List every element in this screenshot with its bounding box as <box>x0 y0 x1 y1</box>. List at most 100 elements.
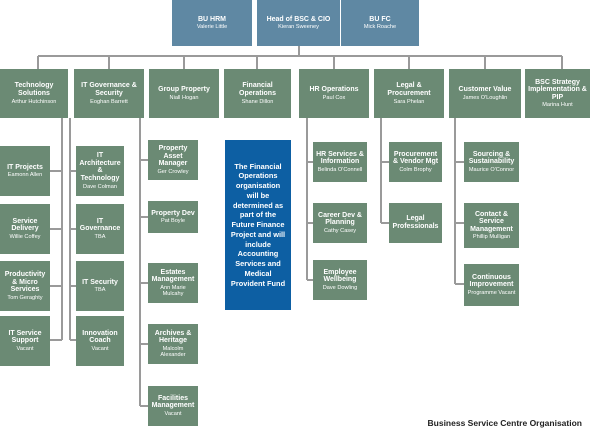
box-person: Kieran Sweeney <box>278 24 319 31</box>
connector-hr-spine <box>306 118 313 281</box>
financial-operations-note: The Financial Operations organisation wi… <box>225 140 291 310</box>
box-title: HR Services & Information <box>316 150 364 166</box>
box-title: IT Governance & Security <box>81 82 137 97</box>
box-hr-operations[interactable]: HR Operations Paul Cox <box>299 69 369 118</box>
box-title: Property Asset Manager <box>158 145 188 168</box>
box-title: Productivity & Micro Services <box>4 271 46 294</box>
box-title: Head of BSC & CIO <box>266 15 331 23</box>
box-facilities-management[interactable]: Facilities Management Vacant <box>148 386 198 426</box>
box-title: Estates Management <box>151 268 195 284</box>
box-title: BU HRM <box>198 15 226 23</box>
box-person: Sara Phelan <box>393 98 425 105</box>
box-person: Eoghan Barrett <box>90 98 128 105</box>
box-person: Ann Marie Mulcahy <box>160 285 186 298</box>
box-person: Vacant <box>164 411 182 418</box>
box-legal-procurement[interactable]: Legal & Procurement Sara Phelan <box>374 69 444 118</box>
box-group-property[interactable]: Group Property Niall Hogan <box>149 69 219 118</box>
box-financial-operations[interactable]: Financial Operations Shane Dillon <box>224 69 291 118</box>
note-text: The Financial Operations organisation wi… <box>230 161 286 288</box>
box-title: IT Projects <box>7 163 43 171</box>
box-person: Pat Boyle <box>161 218 185 225</box>
box-person: Vacant <box>91 346 109 353</box>
box-person: Marina Hunt <box>542 102 573 109</box>
box-bu-fc[interactable]: BU FC Mick Roache <box>341 0 419 46</box>
connector-tech-spine <box>50 118 63 341</box>
box-person: TBA <box>94 287 106 294</box>
box-person: Shane Dillon <box>241 98 274 105</box>
box-estates-management[interactable]: Estates Management Ann Marie Mulcahy <box>148 263 198 303</box>
box-property-dev[interactable]: Property Dev Pat Boyle <box>148 201 198 233</box>
box-person: Eamonn Allen <box>7 172 43 179</box>
connector-cust-spine <box>454 118 464 285</box>
box-it-architecture[interactable]: IT Architecture & Technology Dave Colman <box>76 146 124 196</box>
box-title: IT Architecture & Technology <box>79 152 121 183</box>
box-contact-service-management[interactable]: Contact & Service Management Phillip Mul… <box>464 203 519 248</box>
box-legal-professionals[interactable]: Legal Professionals <box>389 203 442 243</box>
box-person: Vacant <box>16 346 34 353</box>
box-person: Mick Roache <box>363 24 397 31</box>
box-employee-wellbeing[interactable]: Employee Wellbeing Dave Dowling <box>313 260 367 300</box>
box-title: IT Service Support <box>8 329 42 345</box>
box-it-governance-security[interactable]: IT Governance & Security Eoghan Barrett <box>74 69 144 118</box>
box-innovation-coach[interactable]: Innovation Coach Vacant <box>76 316 124 366</box>
connector-prop-spine <box>139 118 148 407</box>
box-title: Group Property <box>158 86 210 94</box>
box-career-dev-planning[interactable]: Career Dev & Planning Cathy Casey <box>313 203 367 243</box>
box-person: Phillip Mulligan <box>472 234 511 241</box>
box-person: James O'Loughlin <box>462 94 508 101</box>
box-title: Procurement & Vendor Mgt <box>392 150 439 166</box>
box-person: Valerie Little <box>196 24 228 31</box>
box-title: Career Dev & Planning <box>318 211 362 227</box>
box-it-security[interactable]: IT Security TBA <box>76 261 124 311</box>
box-person: TBA <box>94 234 106 241</box>
box-procurement-vendor-mgt[interactable]: Procurement & Vendor Mgt Colm Brophy <box>389 142 442 182</box>
box-it-governance[interactable]: IT Governance TBA <box>76 204 124 254</box>
box-person: Ger Crowley <box>157 168 189 175</box>
box-person: Niall Hogan <box>169 94 199 101</box>
box-sourcing-sustainability[interactable]: Sourcing & Sustainability Maurice O'Conn… <box>464 142 519 182</box>
diagram-caption: Business Service Centre Organisation <box>427 418 582 428</box>
box-bu-hrm[interactable]: BU HRM Valerie Little <box>172 0 252 46</box>
box-title: IT Governance <box>79 217 121 233</box>
box-person: Malcolm Alexander <box>160 346 186 359</box>
box-title: Contact & Service Management <box>470 210 513 233</box>
box-person: Dave Colman <box>83 183 117 190</box>
box-title: IT Security <box>82 278 118 286</box>
box-property-asset-manager[interactable]: Property Asset Manager Ger Crowley <box>148 140 198 180</box>
box-archives-heritage[interactable]: Archives & Heritage Malcolm Alexander <box>148 324 198 364</box>
box-person: Tom Geraghty <box>7 294 43 301</box>
box-title: Financial Operations <box>239 82 276 97</box>
box-it-service-support[interactable]: IT Service Support Vacant <box>0 316 50 366</box>
box-title: Service Delivery <box>11 217 39 233</box>
box-service-delivery[interactable]: Service Delivery Willie Coffey <box>0 204 50 254</box>
box-title: Facilities Management <box>151 394 195 410</box>
box-title: Technology Solutions <box>14 82 54 97</box>
box-continuous-improvement[interactable]: Continuous Improvement Programme Vacant <box>464 264 519 306</box>
box-productivity-micro-services[interactable]: Productivity & Micro Services Tom Geragh… <box>0 261 50 311</box>
box-title: Employee Wellbeing <box>323 268 357 284</box>
box-person: Colm Brophy <box>399 167 432 174</box>
connector-legal-spine <box>380 118 389 224</box>
box-title: Property Dev <box>151 209 195 217</box>
box-head-of-bsc[interactable]: Head of BSC & CIO Kieran Sweeney <box>257 0 340 46</box>
box-title: BU FC <box>369 15 391 23</box>
box-person: Willie Coffey <box>9 234 41 241</box>
box-title: Continuous Improvement <box>469 273 514 289</box>
box-person: Paul Cox <box>322 94 346 101</box>
box-person: Arthur Hutchinson <box>11 98 57 105</box>
box-title: HR Operations <box>309 86 359 94</box>
box-bsc-strategy[interactable]: BSC Strategy Implementation & PIP Marina… <box>525 69 590 118</box>
box-title: Legal & Procurement <box>387 82 431 97</box>
box-title: Legal Professionals <box>392 214 439 230</box>
box-technology-solutions[interactable]: Technology Solutions Arthur Hutchinson <box>0 69 68 118</box>
box-title: Archives & Heritage <box>154 329 192 345</box>
box-customer-value[interactable]: Customer Value James O'Loughlin <box>449 69 521 118</box>
box-it-projects[interactable]: IT Projects Eamonn Allen <box>0 146 50 196</box>
box-title: Sourcing & Sustainability <box>468 150 515 166</box>
box-person: Maurice O'Connor <box>468 167 515 174</box>
box-hr-services-information[interactable]: HR Services & Information Belinda O'Conn… <box>313 142 367 182</box>
connector-gov-spine <box>69 118 76 341</box>
box-person: Dave Dowling <box>322 285 358 292</box>
box-title: Customer Value <box>458 86 512 94</box>
